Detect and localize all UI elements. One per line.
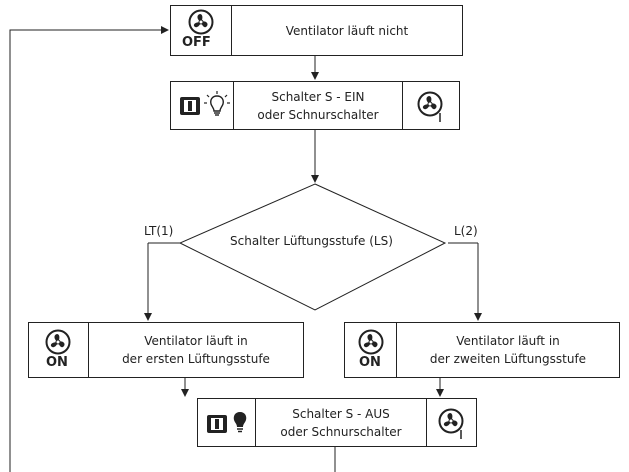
node-switch-on-speed-cell — [402, 82, 459, 129]
node-fan-off-label: Ventilator läuft nicht — [285, 23, 409, 38]
fan-speed-1-icon — [438, 408, 464, 439]
node-switch-on-label: Schalter S - EIN oder Schnurschalter — [257, 89, 379, 122]
fan-on-badge: ON — [46, 355, 68, 370]
node-fan-speed2-icon-cell: ON — [345, 323, 397, 377]
node-switch-off-label: Schalter S - AUS oder Schnurschalter — [280, 406, 402, 439]
lamp-off-icon — [204, 91, 230, 116]
node-fan-speed1-label: Ventilator läuft in der ersten Lüftungss… — [122, 334, 270, 366]
node-fan-speed2: ON Ventilator läuft in der zweiten Lüftu… — [344, 322, 620, 378]
fan-speed-1-icon — [417, 91, 443, 122]
fan-off-icon — [188, 9, 214, 35]
node-fan-speed2-label: Ventilator läuft in der zweiten Lüftungs… — [429, 334, 587, 366]
node-switch-off-icon-cell — [198, 399, 256, 446]
switch-icon — [180, 97, 200, 115]
node-fan-off-icon-cell: OFF — [171, 6, 232, 55]
branch-right-label: L(2) — [454, 224, 478, 238]
fan-on-badge: ON — [359, 355, 381, 370]
node-switch-off: Schalter S - AUS oder Schnurschalter — [197, 398, 477, 447]
node-fan-speed1: ON Ventilator läuft in der ersten Lüftun… — [28, 322, 304, 378]
fan-on-icon — [358, 329, 384, 355]
node-switch-on: Schalter S - EIN oder Schnurschalter — [170, 81, 460, 130]
fan-on-icon — [45, 329, 71, 355]
decision-diamond — [178, 183, 447, 311]
decision-label: Schalter Lüftungsstufe (LS) — [230, 234, 393, 248]
switch-icon — [207, 415, 227, 433]
node-fan-speed1-icon-cell: ON — [29, 323, 89, 377]
lamp-on-icon — [233, 412, 247, 433]
node-fan-off: OFF Ventilator läuft nicht — [170, 5, 463, 56]
branch-left-label: LT(1) — [144, 224, 174, 238]
fan-off-badge: OFF — [182, 35, 211, 50]
node-switch-on-icon-cell — [171, 82, 234, 129]
node-switch-off-speed-cell — [426, 399, 476, 446]
